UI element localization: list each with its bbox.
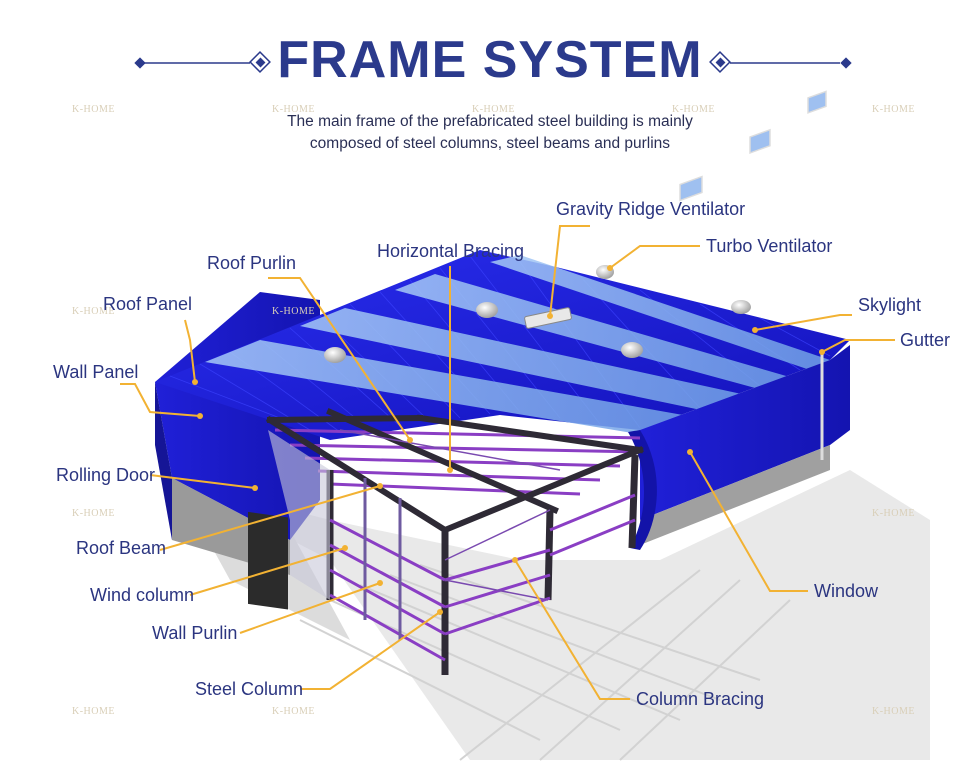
turbo-vent [621,342,643,358]
turbo-vent [731,300,751,314]
watermark: K-HOME [72,306,115,317]
watermark: K-HOME [72,508,115,519]
watermark: K-HOME [272,706,315,717]
turbo-vent [476,302,498,318]
rolling-door [248,511,288,610]
turbo-vent [324,347,346,363]
watermark: K-HOME [72,104,115,115]
label-gravity-ridge-ventilator: Gravity Ridge Ventilator [556,199,746,219]
watermark: K-HOME [872,104,915,115]
label-wind-column: Wind column [90,585,195,605]
watermark: K-HOME [72,706,115,717]
subtitle-line-2: composed of steel columns, steel beams a… [309,135,671,152]
watermark: K-HOME [272,306,315,317]
leader-wind-column [189,547,346,596]
label-wall-panel: Wall Panel [53,362,139,382]
subtitle-line-1: The main frame of the prefabricated stee… [287,113,693,130]
label-skylight: Skylight [858,295,922,315]
leader-window [689,451,808,592]
page-title: FRAME SYSTEM [277,31,703,89]
label-turbo-ventilator: Turbo Ventilator [706,236,833,256]
label-wall-purlin: Wall Purlin [152,623,238,643]
leader-skylight [754,314,852,331]
watermark: K-HOME [872,706,915,717]
label-horizontal-bracing: Horizontal Bracing [377,241,525,261]
watermark: K-HOME [472,104,515,115]
window [807,90,827,114]
leader-lines [120,225,895,700]
leader-dots [192,265,825,615]
leader-roof-panel [184,319,196,383]
label-steel-column: Steel Column [195,679,304,699]
leader-rolling-door [149,474,256,489]
wall-cutaway [628,430,657,550]
leader-roof-purlin [268,277,411,441]
watermark: K-HOME [272,104,315,115]
label-roof-beam: Roof Beam [76,538,167,558]
label-window: Window [814,581,879,601]
leader-gutter [821,339,895,353]
leader-gravity-ridge-ventilator [549,225,590,317]
label-gutter: Gutter [900,330,951,350]
label-rolling-door: Rolling Door [56,465,156,485]
right-side-wall [640,90,850,545]
leader-steel-column [300,611,441,690]
leader-column-bracing [514,559,630,700]
window [679,175,703,202]
roof [155,250,850,440]
label-column-bracing: Column Bracing [636,689,765,709]
label-roof-panel: Roof Panel [103,294,193,314]
label-roof-purlin: Roof Purlin [207,253,297,273]
leader-turbo-ventilator [609,245,700,269]
leader-wall-purlin [239,582,381,634]
leader-wall-panel [120,383,201,417]
watermark: K-HOME [672,104,715,115]
watermark: K-HOME [872,508,915,519]
leader-roof-beam [159,485,381,551]
window [749,128,771,155]
